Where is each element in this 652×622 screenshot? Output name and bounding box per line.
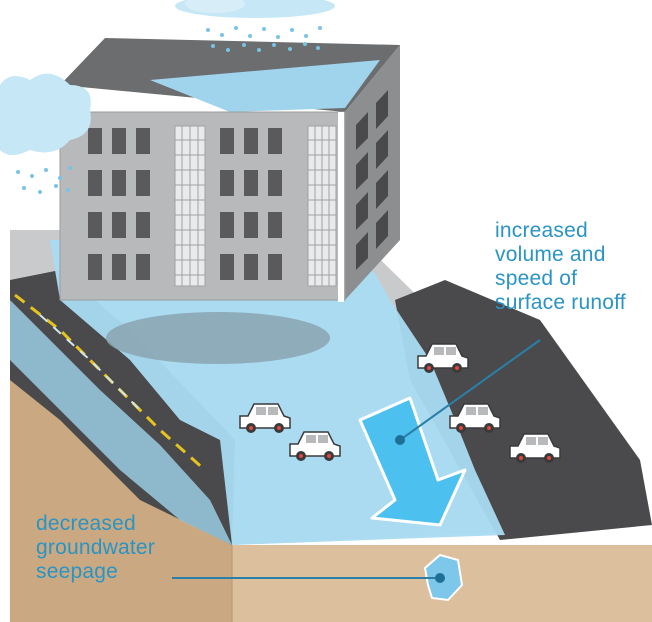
road-edge-line: [39, 314, 141, 411]
building: [59, 38, 400, 302]
car-icon: [449, 403, 501, 433]
seepage-label: decreased groundwater seepage: [36, 512, 155, 584]
right-parking: [395, 280, 652, 540]
car-icon: [417, 343, 469, 373]
runoff-marker: [395, 435, 405, 445]
car-icon: [509, 433, 561, 463]
car-icon: [239, 403, 291, 433]
seepage-marker: [435, 573, 445, 583]
rain-cloud-icon: [0, 73, 91, 194]
runoff-label-line: increased: [495, 219, 588, 242]
runoff-label-line: surface runoff: [495, 291, 626, 314]
car-icon: [289, 431, 341, 461]
down-arrow-icon: [358, 396, 467, 527]
seepage-label-line: decreased: [36, 512, 136, 535]
runoff-label: increased volume and speed of surface ru…: [495, 219, 626, 315]
runoff-label-line: volume and: [495, 243, 606, 266]
runoff-leader-line: [399, 339, 541, 441]
runoff-label-line: speed of: [495, 267, 578, 290]
surface-water-left: [10, 300, 232, 545]
puddle: [106, 312, 330, 364]
rain-cloud-icon: [175, 0, 335, 52]
seepage-label-line: groundwater: [36, 536, 155, 559]
seepage-label-line: seepage: [36, 560, 118, 583]
